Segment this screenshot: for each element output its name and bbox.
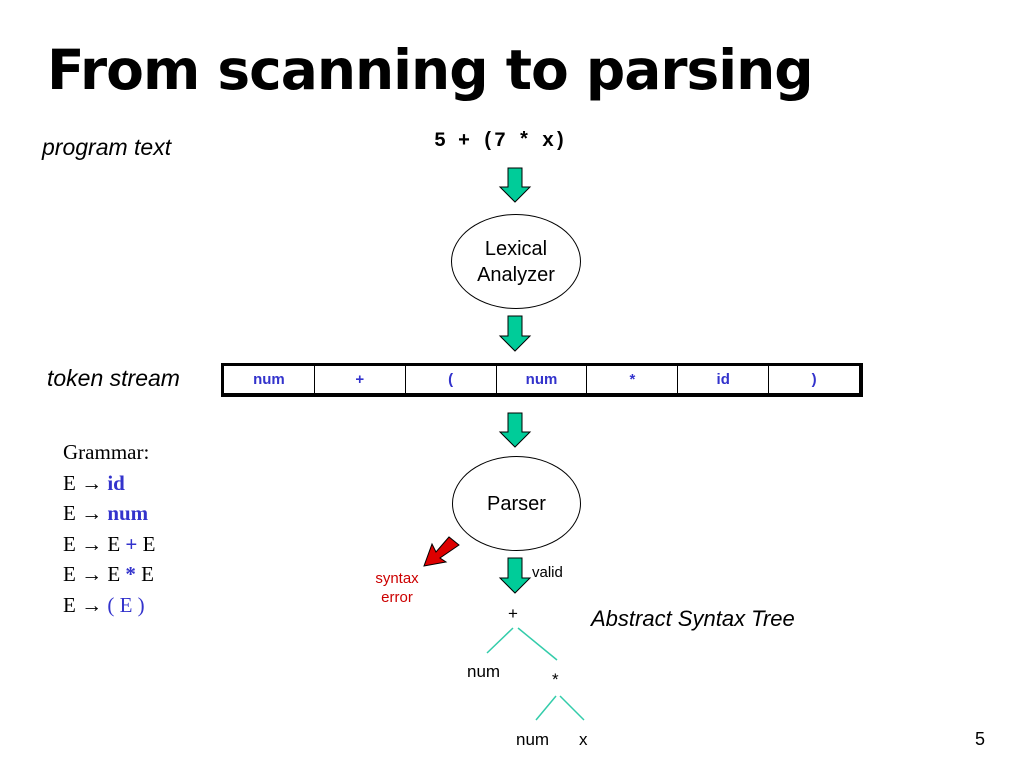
token-cell: num <box>224 366 315 393</box>
grammar-rule: E → E + E <box>63 529 155 560</box>
rule-arrow: → <box>81 592 103 617</box>
rule-lhs: E <box>63 562 76 586</box>
rule-lhs: E <box>63 501 76 525</box>
rule-terminal: id <box>107 470 125 495</box>
token-stream-table: num + ( num * id ) <box>221 363 863 397</box>
down-arrow-icon <box>498 167 532 203</box>
program-text-label: program text <box>42 134 172 160</box>
rule-terminal: ( E ) <box>107 592 145 617</box>
rule-pre: E <box>107 531 126 556</box>
ast-node-times: * <box>552 670 559 689</box>
rule-arrow: → <box>81 531 103 556</box>
ast-leaf-x: x <box>579 730 588 749</box>
parser-node: Parser <box>452 456 581 551</box>
program-code: 5 + (7 * x) <box>434 130 567 153</box>
ast-leaf-num: num <box>467 662 501 681</box>
grammar-rule: E → ( E ) <box>63 590 155 621</box>
rule-lhs: E <box>63 531 76 556</box>
rule-post: E <box>137 531 156 556</box>
syntax-error-label: syntax error <box>368 569 426 607</box>
error-arrow-icon <box>423 536 460 567</box>
grammar-rule: E → E * E <box>63 559 155 590</box>
rule-pre: E <box>107 562 126 586</box>
rule-arrow: → <box>81 501 103 525</box>
grammar-rule: E → num <box>63 498 155 529</box>
down-arrow-icon <box>498 412 532 448</box>
valid-label: valid <box>532 564 563 581</box>
rule-terminal: + <box>125 531 138 556</box>
rule-arrow: → <box>81 562 103 586</box>
lexical-analyzer-label-line1: Lexical <box>484 237 548 260</box>
rule-lhs: E <box>63 470 76 495</box>
rule-arrow: → <box>81 470 103 495</box>
grammar-heading: Grammar: <box>63 440 150 464</box>
down-arrow-icon <box>498 315 532 352</box>
token-cell: num <box>497 366 588 393</box>
syntax-error-line1: syntax <box>375 570 419 587</box>
down-arrow-icon <box>498 557 532 594</box>
parser-label: Parser <box>487 492 546 515</box>
grammar-rule: E → id <box>63 468 155 499</box>
token-cell: ( <box>406 366 497 393</box>
ast-edges <box>486 627 585 721</box>
token-cell: id <box>678 366 770 393</box>
token-cell: ) <box>811 371 817 388</box>
token-cell: * <box>587 366 679 393</box>
token-stream-label: token stream <box>47 365 180 391</box>
rule-terminal: * <box>125 562 136 586</box>
grammar-block: Grammar: E → id E → num E → E + E E → E … <box>63 437 155 620</box>
lexical-analyzer-label-line2: Analyzer <box>477 263 555 286</box>
slide-title: From scanning to parsing <box>47 38 814 102</box>
rule-terminal: num <box>107 501 149 525</box>
ast-label: Abstract Syntax Tree <box>591 606 795 631</box>
ast-root-plus: + <box>508 604 518 623</box>
syntax-error-line2: error <box>381 589 413 606</box>
rule-lhs: E <box>63 592 76 617</box>
token-cell: + <box>315 366 406 393</box>
page-number: 5 <box>975 729 986 749</box>
lexical-analyzer-node: Lexical Analyzer <box>451 214 581 309</box>
rule-post: E <box>135 562 154 586</box>
ast-leaf-num-2: num <box>516 730 550 749</box>
